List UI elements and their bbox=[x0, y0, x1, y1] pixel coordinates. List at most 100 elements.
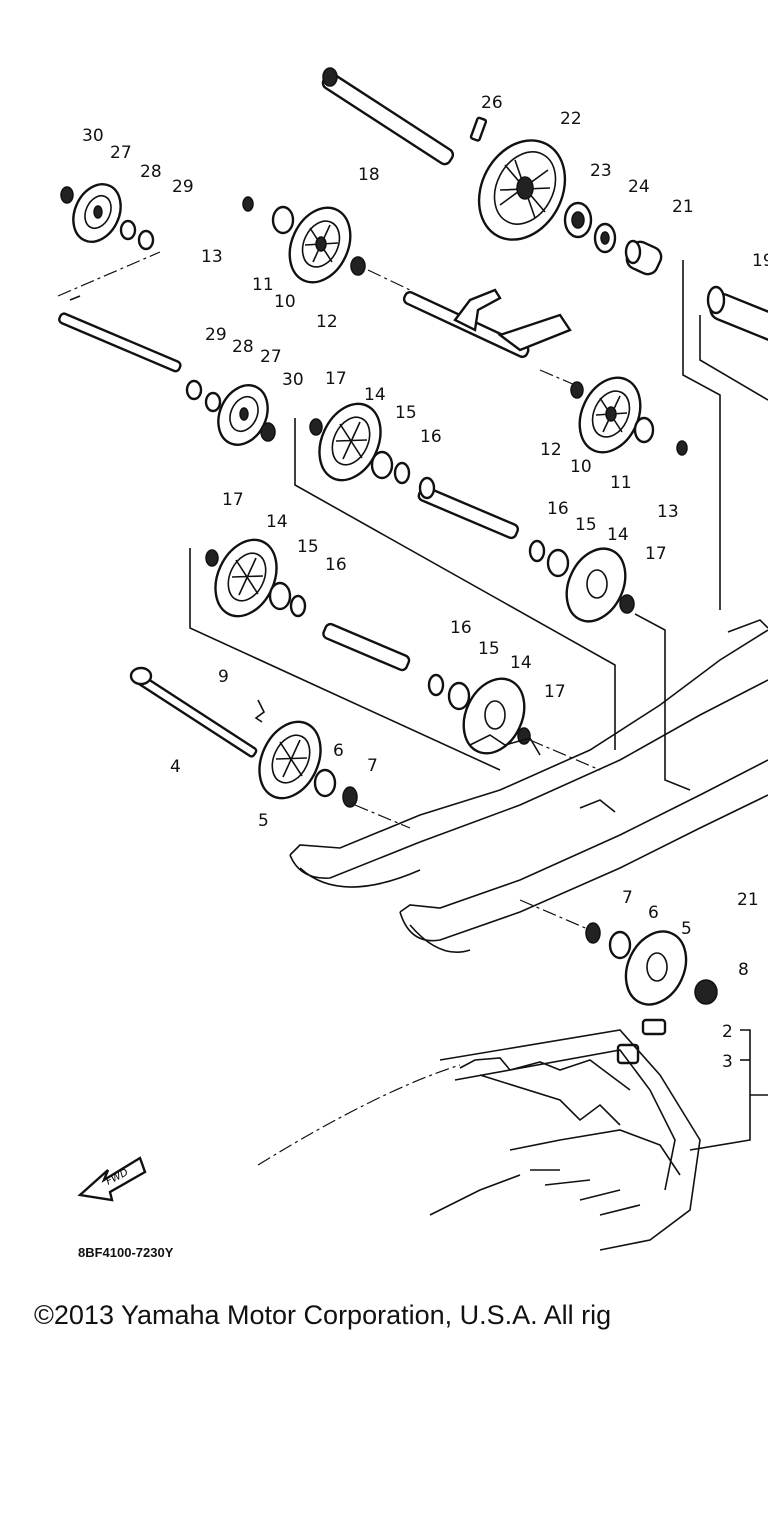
center-cross-frame bbox=[402, 288, 572, 359]
wheel-shaft-middle bbox=[417, 476, 520, 540]
callout-30: 30 bbox=[82, 126, 104, 146]
wheel-part-14-d bbox=[462, 677, 526, 755]
wheel-part-10-upper bbox=[288, 206, 352, 284]
wheel-part-14-b bbox=[565, 547, 627, 623]
leader-lines bbox=[69, 260, 768, 1151]
small-wheel-part-27-upper bbox=[72, 183, 122, 243]
callout-17c: 17 bbox=[645, 544, 667, 564]
wheel-part-14-c bbox=[214, 538, 278, 618]
nut-part-17-b bbox=[619, 594, 635, 614]
callout-14: 14 bbox=[364, 385, 386, 405]
nut-part-7-right bbox=[585, 922, 601, 944]
collar-part-16-b bbox=[528, 539, 546, 563]
cotter-pin-part-9 bbox=[254, 699, 266, 723]
callout-5: 5 bbox=[258, 811, 269, 831]
clip-part-2 bbox=[641, 1018, 667, 1036]
left-idler-axle bbox=[58, 312, 182, 373]
callout-21b: 21 bbox=[737, 890, 759, 910]
spacer-part-21 bbox=[624, 239, 663, 276]
callout-24: 24 bbox=[628, 177, 650, 197]
callout-17b: 17 bbox=[222, 490, 244, 510]
callout-13: 13 bbox=[201, 247, 223, 267]
callout-17: 17 bbox=[325, 369, 347, 389]
callout-8: 8 bbox=[738, 960, 749, 980]
nut-part-17-a bbox=[309, 418, 323, 436]
collar-part-16-c bbox=[289, 594, 307, 618]
nut-part-8 bbox=[694, 979, 718, 1005]
nut-part-30-upper bbox=[60, 186, 74, 204]
callout-27b: 27 bbox=[260, 347, 282, 367]
wheel-part-10-right bbox=[578, 376, 642, 454]
callout-29: 29 bbox=[172, 177, 194, 197]
pin-part-26 bbox=[469, 116, 488, 142]
bolt-part-4 bbox=[129, 666, 258, 758]
callout-14d: 14 bbox=[510, 653, 532, 673]
bearing-part-15-a bbox=[370, 450, 394, 480]
ring-part-29-lower bbox=[185, 379, 203, 401]
callout-12: 12 bbox=[316, 312, 338, 332]
bearing-part-11-upper bbox=[271, 205, 295, 235]
collar-part-12-right bbox=[570, 381, 584, 399]
callout-27: 27 bbox=[110, 143, 132, 163]
wheel-part-5-right bbox=[624, 930, 688, 1006]
callout-7b: 7 bbox=[622, 888, 633, 908]
wheel-part-5-left bbox=[258, 720, 322, 800]
collar-part-16-a bbox=[393, 461, 411, 485]
washer-part-28-upper bbox=[119, 219, 137, 241]
bearing-part-11-right bbox=[633, 416, 655, 444]
callout-2: 2 bbox=[722, 1022, 733, 1042]
callout-14c: 14 bbox=[607, 525, 629, 545]
bearing-part-15-c bbox=[268, 581, 292, 611]
callout-6b: 6 bbox=[648, 903, 659, 923]
callout-4: 4 bbox=[170, 757, 181, 777]
callout-29b: 29 bbox=[205, 325, 227, 345]
exploded-parts-diagram: FWD 30 27 28 29 26 22 18 23 24 21 19 13 … bbox=[57, 67, 768, 1251]
nut-part-30-lower bbox=[260, 422, 276, 442]
upper-axle-shaft bbox=[321, 67, 455, 166]
callout-26: 26 bbox=[481, 93, 503, 113]
callout-18: 18 bbox=[358, 165, 380, 185]
callout-30b: 30 bbox=[282, 370, 304, 390]
callout-7: 7 bbox=[367, 756, 378, 776]
clip-part-3 bbox=[616, 1043, 640, 1065]
washer-part-28-lower bbox=[204, 391, 222, 413]
large-idler-wheel-22 bbox=[477, 139, 567, 241]
callout-28b: 28 bbox=[232, 337, 254, 357]
collar-part-16-d bbox=[427, 673, 445, 697]
callout-10: 10 bbox=[274, 292, 296, 312]
callout-11: 11 bbox=[252, 275, 274, 295]
callout-16d: 16 bbox=[450, 618, 472, 638]
copyright-notice: ©2013 Yamaha Motor Corporation, U.S.A. A… bbox=[34, 1300, 612, 1330]
callout-15b: 15 bbox=[297, 537, 319, 557]
slide-rail-frame bbox=[289, 619, 768, 954]
part-callouts: 30 27 28 29 26 22 18 23 24 21 19 13 11 1… bbox=[82, 93, 768, 1072]
callout-13b: 13 bbox=[657, 502, 679, 522]
callout-14b: 14 bbox=[266, 512, 288, 532]
bearing-part-6-right bbox=[608, 930, 632, 960]
callout-10b: 10 bbox=[570, 457, 592, 477]
ring-part-29-upper bbox=[137, 229, 155, 251]
callout-16: 16 bbox=[420, 427, 442, 447]
nut-part-17-c bbox=[205, 549, 219, 567]
callout-16c: 16 bbox=[547, 499, 569, 519]
callout-3: 3 bbox=[722, 1052, 733, 1072]
forward-direction-arrow: FWD bbox=[77, 1156, 147, 1202]
callout-6: 6 bbox=[333, 741, 344, 761]
bearing-part-6-left bbox=[313, 768, 337, 798]
nut-part-7-left bbox=[342, 786, 358, 808]
bearing-part-15-b bbox=[546, 548, 570, 578]
bearing-part-15-d bbox=[447, 681, 471, 711]
callout-15: 15 bbox=[395, 403, 417, 423]
callout-28: 28 bbox=[140, 162, 162, 182]
callout-23: 23 bbox=[590, 161, 612, 181]
callout-15c: 15 bbox=[575, 515, 597, 535]
nut-part-13-upper bbox=[242, 196, 254, 212]
collar-part-12-upper bbox=[350, 256, 366, 276]
drawing-code: 8BF4100-7230Y bbox=[78, 1245, 174, 1260]
callout-12b: 12 bbox=[540, 440, 562, 460]
callout-15d: 15 bbox=[478, 639, 500, 659]
callout-5b: 5 bbox=[681, 919, 692, 939]
callout-21: 21 bbox=[672, 197, 694, 217]
callout-16b: 16 bbox=[325, 555, 347, 575]
drive-track bbox=[429, 1029, 701, 1251]
